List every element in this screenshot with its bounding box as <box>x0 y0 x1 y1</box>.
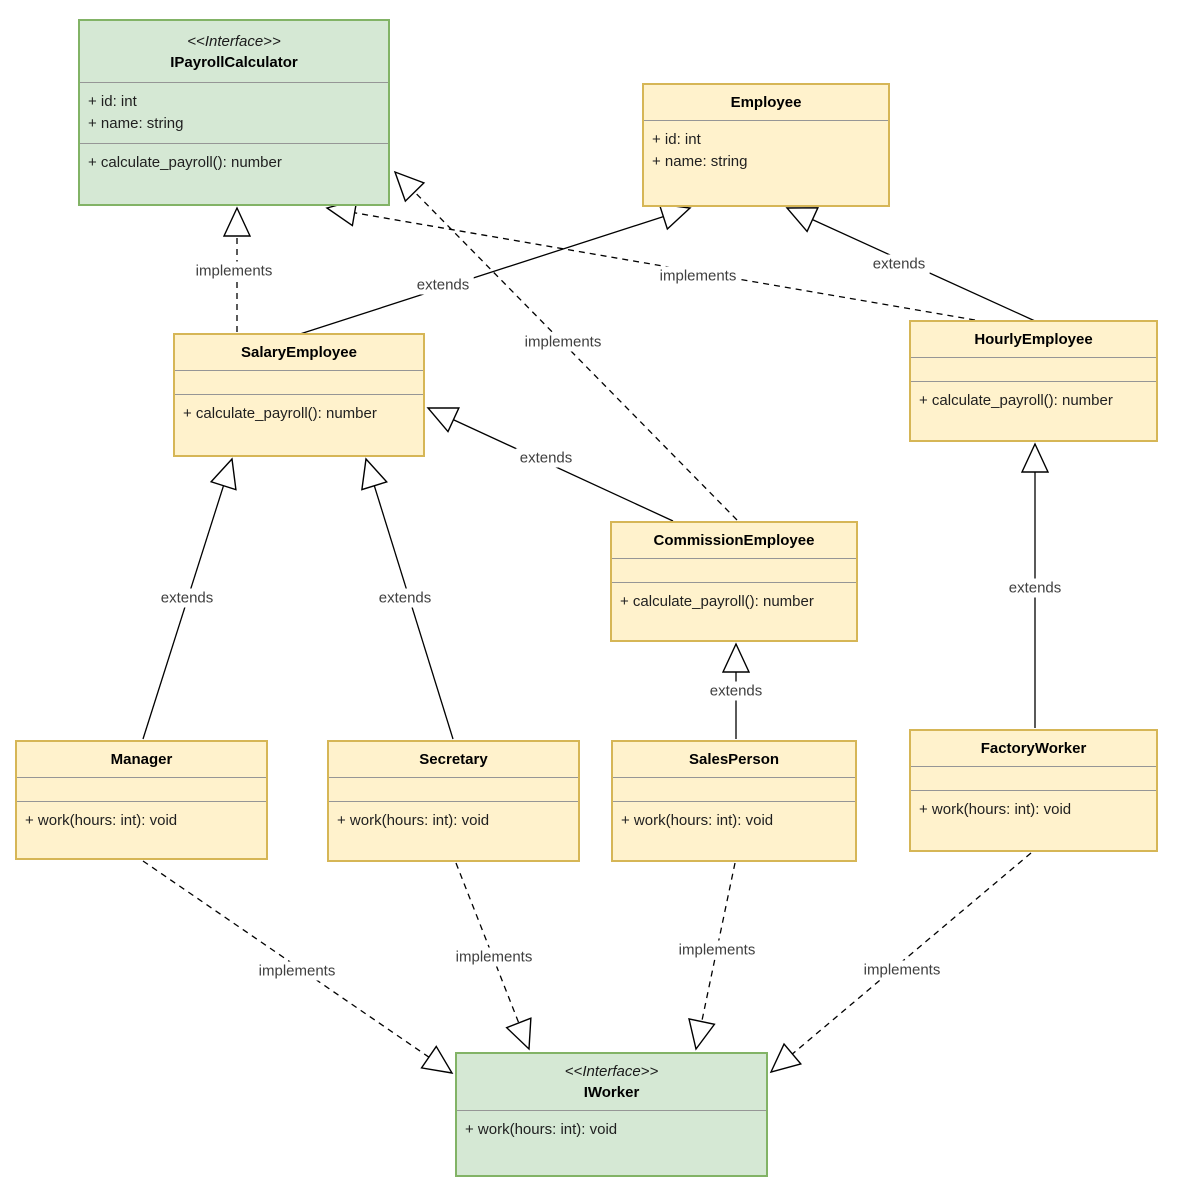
attribute: + id: int <box>88 93 137 110</box>
class-title: Employee <box>730 94 802 111</box>
edge-label-implements: implements <box>254 961 340 981</box>
method: + calculate_payroll(): number <box>919 392 1113 409</box>
edge-label-extends: extends <box>705 681 767 701</box>
attributes-compartment <box>613 777 855 801</box>
edge-label-implements: implements <box>655 266 741 286</box>
class-title: HourlyEmployee <box>974 331 1093 348</box>
method: + calculate_payroll(): number <box>620 593 814 610</box>
method: + calculate_payroll(): number <box>88 154 282 171</box>
class-header: Manager <box>17 742 266 777</box>
class-header: FactoryWorker <box>911 731 1156 766</box>
edge-label-implements: implements <box>520 332 606 352</box>
methods-compartment: + calculate_payroll(): number <box>175 394 423 455</box>
attributes-compartment <box>175 370 423 394</box>
attribute: + name: string <box>88 115 184 132</box>
class-manager[interactable]: Manager + work(hours: int): void <box>15 740 268 860</box>
edge-label-extends: extends <box>1004 578 1066 598</box>
class-header: CommissionEmployee <box>612 523 856 558</box>
edge-label-extends: extends <box>374 588 436 608</box>
class-employee[interactable]: Employee + id: int + name: string <box>642 83 890 207</box>
methods-compartment: + calculate_payroll(): number <box>911 381 1156 440</box>
methods-compartment: + calculate_payroll(): number <box>612 582 856 640</box>
class-title: Manager <box>110 751 173 768</box>
attributes-compartment <box>17 777 266 801</box>
edge-label-extends: extends <box>515 448 577 468</box>
attributes-compartment: + id: int + name: string <box>80 82 388 143</box>
class-commissionemployee[interactable]: CommissionEmployee + calculate_payroll()… <box>610 521 858 642</box>
stereotype-label: <<Interface>> <box>187 32 281 50</box>
class-header: SalesPerson <box>613 742 855 777</box>
edge-label-extends: extends <box>156 588 218 608</box>
class-title: CommissionEmployee <box>653 532 815 549</box>
class-hourlyemployee[interactable]: HourlyEmployee + calculate_payroll(): nu… <box>909 320 1158 442</box>
edge-label-implements: implements <box>674 940 760 960</box>
class-header: Secretary <box>329 742 578 777</box>
class-header: Employee <box>644 85 888 120</box>
attribute: + id: int <box>652 131 701 148</box>
attributes-compartment <box>911 357 1156 381</box>
method: + work(hours: int): void <box>621 812 774 829</box>
edge-label-implements: implements <box>191 261 277 281</box>
methods-compartment: + work(hours: int): void <box>329 801 578 860</box>
class-factoryworker[interactable]: FactoryWorker + work(hours: int): void <box>909 729 1158 852</box>
edge-salaryemployee-extends-employee[interactable] <box>299 208 690 335</box>
methods-compartment: + work(hours: int): void <box>911 790 1156 850</box>
methods-compartment: + work(hours: int): void <box>17 801 266 858</box>
method: + work(hours: int): void <box>25 812 178 829</box>
method: + calculate_payroll(): number <box>183 405 377 422</box>
class-title: FactoryWorker <box>980 740 1087 757</box>
edge-label-extends: extends <box>868 254 930 274</box>
class-iworker[interactable]: <<Interface>> IWorker + work(hours: int)… <box>455 1052 768 1177</box>
attributes-compartment <box>911 766 1156 790</box>
edge-label-extends: extends <box>412 275 474 295</box>
class-title: IPayrollCalculator <box>170 53 298 71</box>
class-header: <<Interface>> IPayrollCalculator <box>80 21 388 82</box>
method: + work(hours: int): void <box>919 801 1072 818</box>
class-title: IWorker <box>583 1084 640 1101</box>
class-header: HourlyEmployee <box>911 322 1156 357</box>
edge-salesperson-implements-iworker[interactable] <box>696 862 736 1049</box>
attributes-compartment <box>612 558 856 582</box>
edge-label-implements: implements <box>859 960 945 980</box>
methods-compartment: + calculate_payroll(): number <box>80 143 388 204</box>
stereotype-label: <<Interface>> <box>564 1063 659 1080</box>
attributes-compartment: + id: int + name: string <box>644 120 888 205</box>
methods-compartment: + work(hours: int): void <box>613 801 855 860</box>
class-ipayrollcalculator[interactable]: <<Interface>> IPayrollCalculator + id: i… <box>78 19 390 206</box>
class-header: SalaryEmployee <box>175 335 423 370</box>
class-secretary[interactable]: Secretary + work(hours: int): void <box>327 740 580 862</box>
class-salesperson[interactable]: SalesPerson + work(hours: int): void <box>611 740 857 862</box>
class-header: <<Interface>> IWorker <box>457 1054 766 1110</box>
class-title: Secretary <box>419 751 488 768</box>
method: + work(hours: int): void <box>337 812 490 829</box>
attributes-compartment <box>329 777 578 801</box>
edge-label-implements: implements <box>451 947 537 967</box>
class-title: SalesPerson <box>688 751 780 768</box>
methods-compartment: + work(hours: int): void <box>457 1110 766 1175</box>
class-title: SalaryEmployee <box>241 344 357 361</box>
attribute: + name: string <box>652 153 748 170</box>
class-salaryemployee[interactable]: SalaryEmployee + calculate_payroll(): nu… <box>173 333 425 457</box>
method: + work(hours: int): void <box>465 1121 618 1138</box>
